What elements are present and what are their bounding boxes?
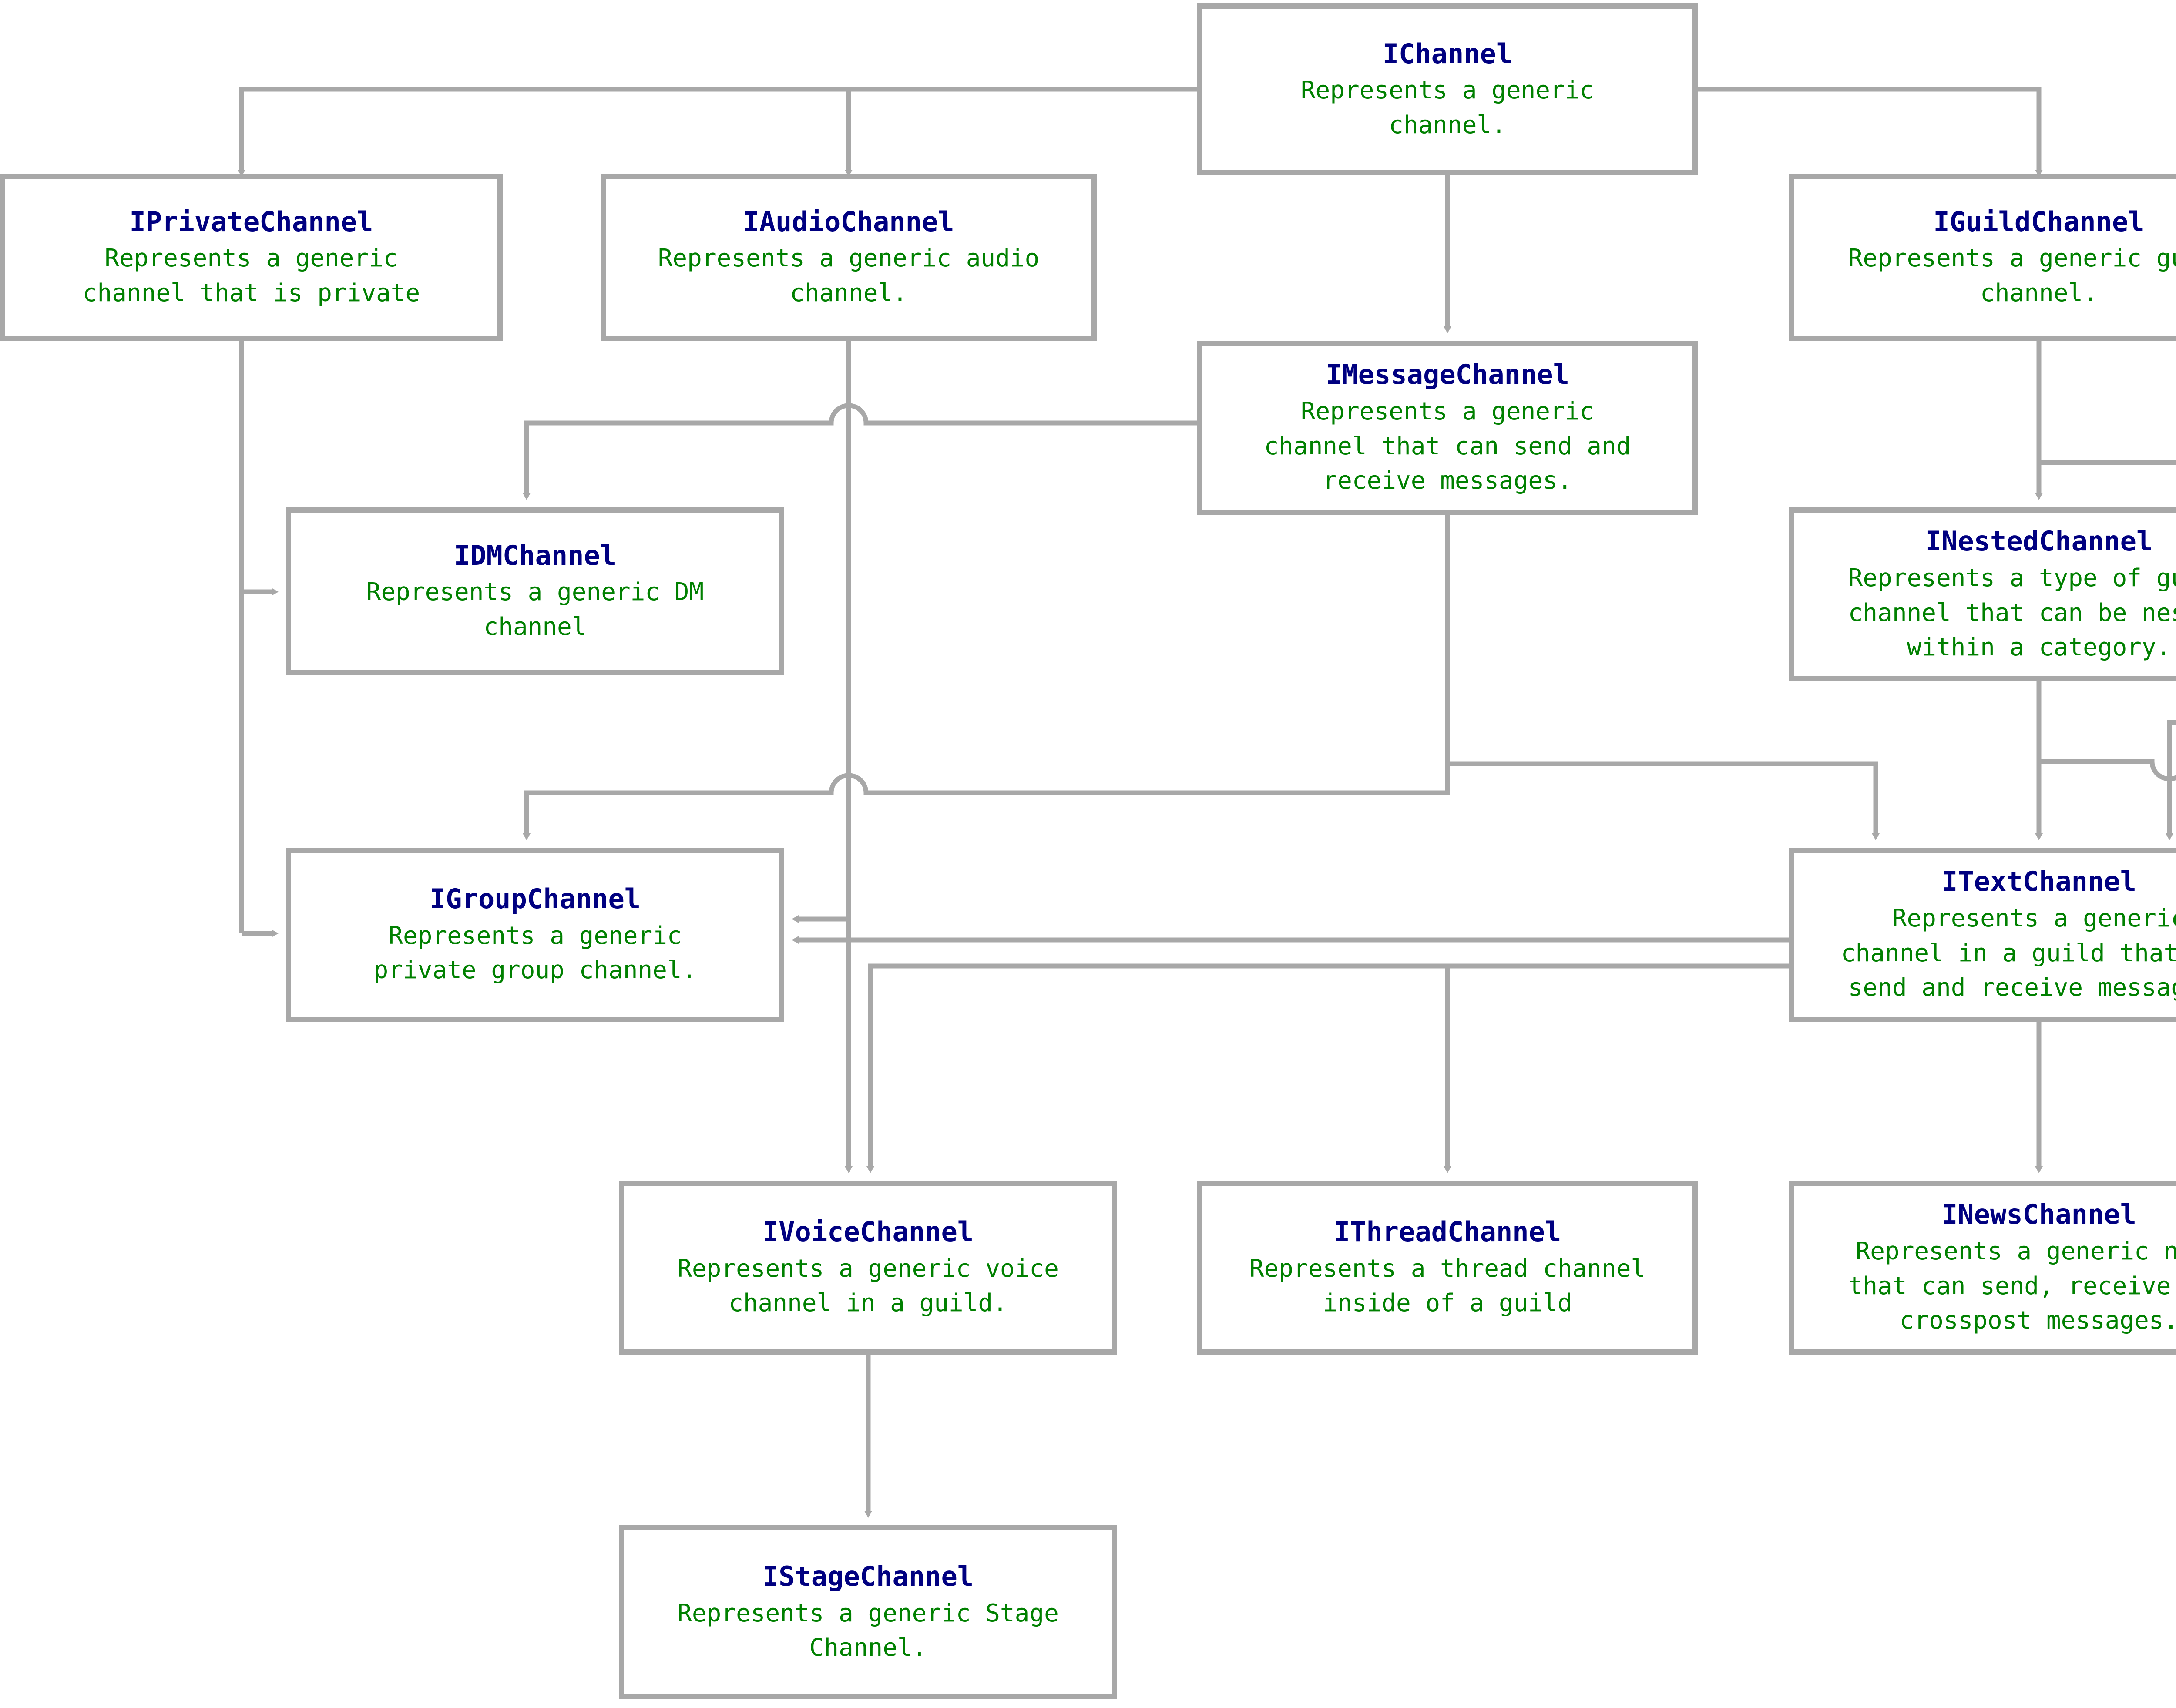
node-title: IPrivateChannel xyxy=(129,205,373,238)
node-iguildchannel[interactable]: IGuildChannel Represents a generic guild… xyxy=(1789,174,2176,341)
node-title: IDMChannel xyxy=(453,539,617,571)
node-iaudiochannel[interactable]: IAudioChannel Represents a generic audio… xyxy=(601,174,1097,341)
node-ivoicechannel[interactable]: IVoiceChannel Represents a generic voice… xyxy=(619,1181,1117,1355)
node-title: IThreadChannel xyxy=(1333,1216,1561,1248)
node-title: INestedChannel xyxy=(1925,525,2153,557)
edge-ichannel-to-iguildchannel xyxy=(1698,87,2042,161)
node-inestedchannel[interactable]: INestedChannel Represents a type of guil… xyxy=(1789,507,2176,681)
node-title: IVoiceChannel xyxy=(762,1216,974,1248)
node-description: Represents a type of guildchannel that c… xyxy=(1848,564,2176,662)
edge-itextchannel-bus-left xyxy=(868,963,1789,1168)
edge-iintegrationchannel-bus xyxy=(2167,720,2176,836)
edge-inestedchannel-to-iforumchannel xyxy=(2039,759,2176,782)
node-title: INewsChannel xyxy=(1941,1198,2136,1231)
node-title: IMessageChannel xyxy=(1326,359,1569,391)
node-title: IChannel xyxy=(1382,37,1513,70)
node-title: IAudioChannel xyxy=(743,205,954,238)
node-ithreadchannel[interactable]: IThreadChannel Represents a thread chann… xyxy=(1197,1181,1698,1355)
edge-ichannel-bus-left xyxy=(239,87,1197,161)
edge-imessagechannel-to-idmchannel xyxy=(524,403,1197,495)
node-description: Represents a generic newsthat can send, … xyxy=(1848,1237,2176,1335)
node-title: ITextChannel xyxy=(1941,866,2136,898)
node-description: Represents a generic guildchannel. xyxy=(1848,244,2176,307)
node-title: IGroupChannel xyxy=(429,883,641,915)
edge-iguildchannel-bus-down xyxy=(2036,341,2176,465)
node-title: IStageChannel xyxy=(762,1560,974,1593)
node-inewschannel[interactable]: INewsChannel Represents a generic newsth… xyxy=(1789,1181,2176,1355)
node-title: IGuildChannel xyxy=(1933,205,2145,238)
node-istagechannel[interactable]: IStageChannel Represents a generic Stage… xyxy=(619,1525,1117,1699)
